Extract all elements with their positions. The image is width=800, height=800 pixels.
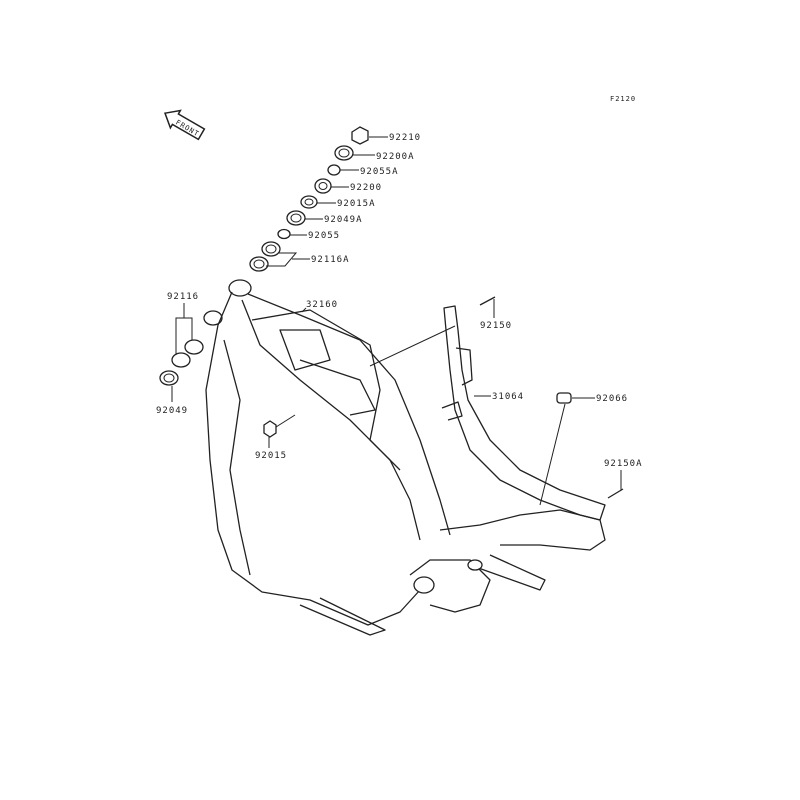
nut-92015A[interactable] (300, 195, 318, 209)
rear-frame-31064[interactable] (369, 305, 606, 521)
label-92150A: 92150A (604, 459, 643, 469)
label-92066: 92066 (596, 394, 628, 404)
main-frame-32160[interactable] (203, 279, 606, 636)
label-92015A: 92015A (337, 199, 376, 209)
label-92055: 92055 (308, 231, 340, 241)
washer-92200[interactable] (314, 178, 332, 194)
bolt-92150[interactable] (479, 296, 496, 306)
bearing-92116-b[interactable] (171, 352, 191, 368)
seal-92049[interactable] (159, 370, 179, 386)
bearing-92116A-upper[interactable] (261, 241, 281, 257)
bearing-92116A-lower[interactable] (249, 256, 269, 272)
nut-92210[interactable] (351, 126, 369, 145)
ring-92055[interactable] (277, 228, 291, 240)
label-92116: 92116 (167, 292, 199, 302)
label-92015: 92015 (255, 451, 287, 461)
label-92116A: 92116A (311, 255, 350, 265)
nut-92015[interactable] (263, 420, 277, 438)
label-92055A: 92055A (360, 167, 399, 177)
label-31064: 31064 (492, 392, 524, 402)
label-92200A: 92200A (376, 152, 415, 162)
fasteners (263, 296, 624, 506)
front-arrow-icon: FRONT (163, 109, 206, 141)
label-32160: 32160 (306, 300, 338, 310)
diagram-code: F2120 (610, 95, 636, 103)
ring-92055A[interactable] (327, 164, 341, 176)
steering-head-parts (159, 126, 388, 402)
cap-92066[interactable] (556, 392, 572, 404)
label-92049: 92049 (156, 406, 188, 416)
label-92150: 92150 (480, 321, 512, 331)
bearing-92116-a[interactable] (184, 339, 204, 355)
label-92210: 92210 (389, 133, 421, 143)
washer-92200A[interactable] (334, 145, 354, 161)
bolt-92150A[interactable] (607, 488, 624, 499)
seal-92049A[interactable] (286, 210, 306, 226)
label-92049A: 92049A (324, 215, 363, 225)
label-92200: 92200 (350, 183, 382, 193)
